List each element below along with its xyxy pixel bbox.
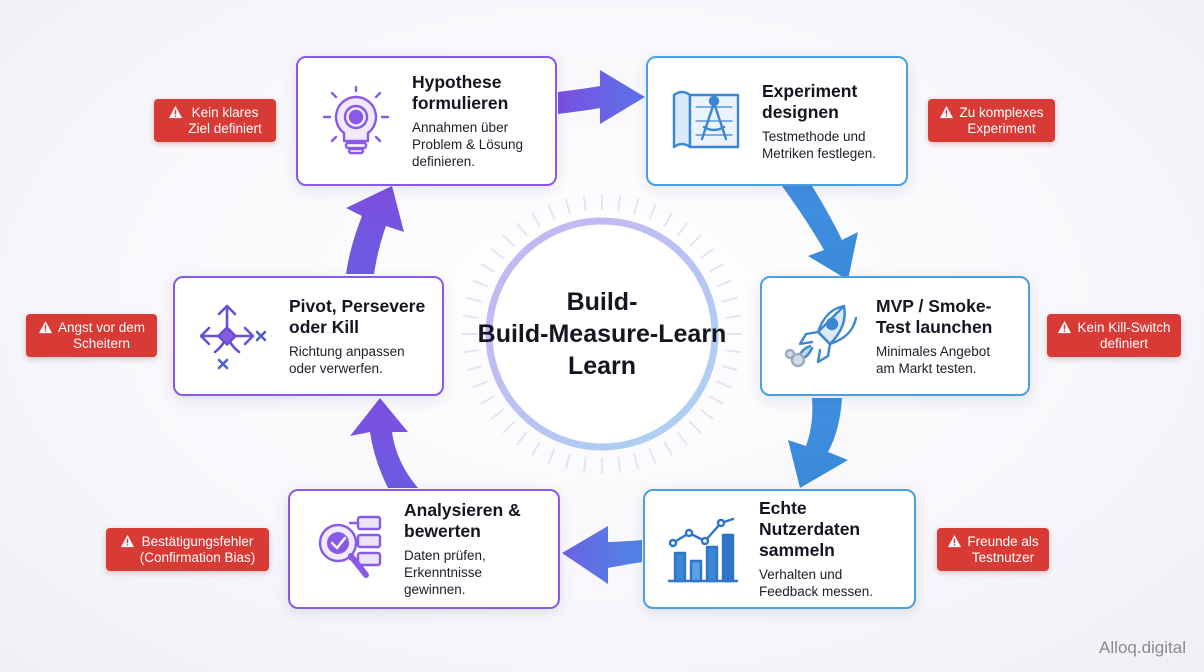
center-ray <box>708 263 724 273</box>
center-ray <box>708 395 724 405</box>
step-title: Analysieren & bewerten <box>404 500 521 541</box>
arrow-mvp-to-nutzerdaten <box>788 398 848 488</box>
center-ray <box>564 453 571 470</box>
step-title: MVP / Smoke- Test launchen <box>876 295 993 337</box>
center-ray <box>633 453 640 470</box>
center-ray <box>676 431 689 446</box>
center-rays <box>462 194 742 474</box>
warning-icon <box>940 105 954 119</box>
step-title: Echte Nutzerdaten sammeln <box>759 498 861 560</box>
warning-text: Zu komplexes Experiment <box>959 104 1044 136</box>
warning-badge-mvp: Kein Kill-Switch definiert <box>1047 314 1181 357</box>
warning-icon <box>38 320 53 334</box>
center-ray <box>490 408 505 421</box>
center-ray <box>582 456 587 473</box>
center-ray <box>582 195 587 212</box>
warning-badge-hypothese: Kein klares Ziel definiert <box>154 99 276 142</box>
warning-badge-analysieren: Bestätigungsfehler (Confirmation Bias) <box>106 528 269 571</box>
arrow-experiment-to-mvp <box>782 186 858 280</box>
warning-text: Kein Kill-Switch definiert <box>1077 319 1171 351</box>
center-ray <box>531 440 541 456</box>
center-ray <box>463 314 480 319</box>
center-ray <box>617 195 622 212</box>
step-description: Daten prüfen, Erkenntnisse gewinnen. <box>404 548 486 597</box>
center-ray <box>688 234 702 248</box>
step-description: Minimales Angebot am Markt testen. <box>876 343 991 376</box>
warning-icon <box>948 534 962 548</box>
center-ray <box>648 448 657 464</box>
warning-text: Freunde als Testnutzer <box>967 533 1039 565</box>
center-ray <box>502 234 516 248</box>
warning-icon <box>120 534 134 548</box>
center-ray <box>480 263 496 273</box>
center-ray <box>480 395 496 405</box>
step-title: Hypothese formulieren <box>412 72 509 113</box>
center-ray <box>699 408 714 421</box>
step-pivot-card: Pivot, Persevere oder Kill Richtung anpa… <box>173 276 444 396</box>
center-ray <box>721 296 738 303</box>
warning-icon <box>169 105 183 119</box>
warning-icon <box>1058 320 1072 334</box>
warning-badge-nutzerdaten: Freunde als Testnutzer <box>937 528 1049 571</box>
center-ray <box>724 349 741 354</box>
center-ray <box>515 222 528 237</box>
center-ray <box>466 296 483 303</box>
step-description: Verhalten und Feedback messen. <box>759 567 874 599</box>
center-ray <box>547 204 556 220</box>
center-ray <box>676 222 689 237</box>
rocket-icon <box>780 296 860 376</box>
magnifier-check-icon <box>308 509 388 589</box>
center-ray <box>547 448 556 464</box>
center-ray <box>472 279 488 288</box>
lightbulb-gear-icon <box>316 81 396 161</box>
center-ray <box>699 247 714 260</box>
warning-badge-pivot: Angst vor dem Scheitern <box>26 314 157 357</box>
step-hypothese-card: Hypothese formulieren Annahmen über Prob… <box>296 56 557 186</box>
watermark: Alloq.digital <box>1099 638 1186 657</box>
step-nutzerdaten-card: Echte Nutzerdaten sammeln Verhalten und … <box>643 489 916 609</box>
center-ray <box>716 279 732 288</box>
warning-text: Angst vor dem Scheitern <box>57 319 146 351</box>
arrow-nutzerdaten-to-analysieren <box>562 526 642 584</box>
center-ray <box>724 314 741 319</box>
arrow-hypothese-to-experiment <box>558 70 645 124</box>
step-mvp-card: MVP / Smoke- Test launchen Minimales Ang… <box>760 276 1030 396</box>
step-title: Pivot, Persevere oder Kill <box>289 295 426 337</box>
center-ray <box>515 431 528 446</box>
center-ring <box>485 217 719 451</box>
step-description: Annahmen über Problem & Lösung definiere… <box>412 120 524 169</box>
center-ray <box>633 198 640 215</box>
step-experiment-card: Experiment designen Testmethode und Metr… <box>646 56 908 186</box>
center-ray <box>472 380 488 389</box>
center-ray <box>617 456 622 473</box>
center-ray <box>531 212 541 228</box>
step-description: Richtung anpassen oder verwerfen. <box>289 343 405 376</box>
warning-badge-experiment: Zu komplexes Experiment <box>928 99 1055 142</box>
step-description: Testmethode und Metriken festlegen. <box>762 128 877 161</box>
bar-chart-icon <box>663 509 743 589</box>
center-ray <box>721 365 738 372</box>
center-ray <box>463 349 480 354</box>
center-ray <box>564 198 571 215</box>
warning-text: Bestätigungsfehler (Confirmation Bias) <box>139 533 256 565</box>
blueprint-compass-icon <box>666 81 746 161</box>
center-ray <box>663 212 673 228</box>
center-ray <box>688 420 702 434</box>
step-analysieren-card: Analysieren & bewerten Daten prüfen, Erk… <box>288 489 560 609</box>
center-ray <box>663 440 673 456</box>
center-ray <box>648 204 657 220</box>
arrow-analysieren-to-pivot <box>350 398 418 488</box>
arrow-pivot-to-hypothese <box>346 186 404 274</box>
center-ray <box>502 420 516 434</box>
center-ray <box>490 247 505 260</box>
center-title: Build- Build-Measure-Learn Learn <box>477 288 727 380</box>
direction-arrows-icon <box>193 296 273 376</box>
step-title: Experiment designen <box>762 80 858 122</box>
center-ray <box>466 365 483 372</box>
warning-text: Kein klares Ziel definiert <box>188 104 262 136</box>
center-ray <box>716 380 732 389</box>
